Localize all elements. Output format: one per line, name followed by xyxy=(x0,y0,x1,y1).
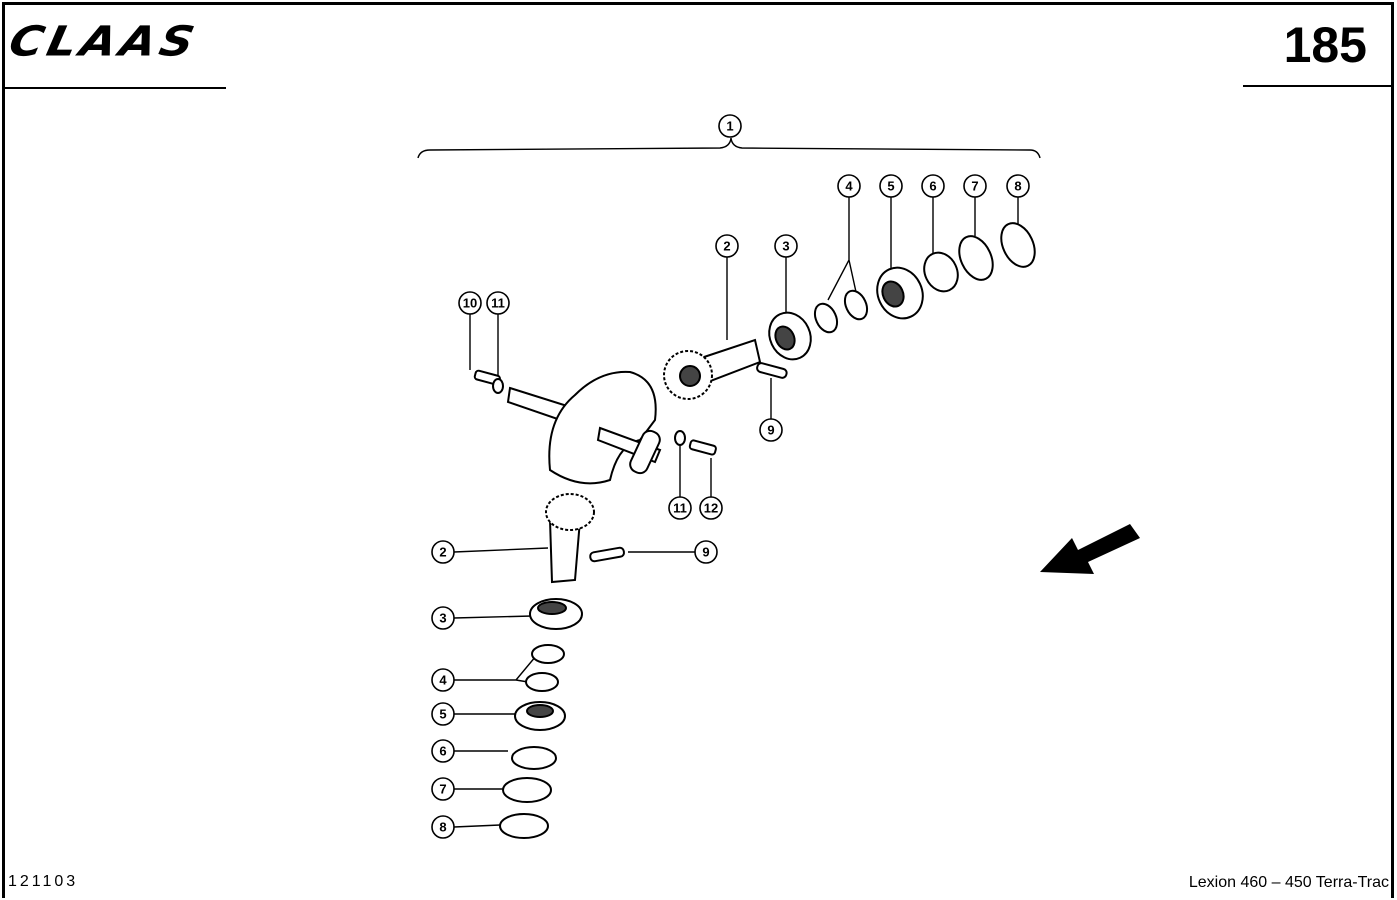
svg-text:5: 5 xyxy=(439,707,446,722)
ring xyxy=(502,777,552,803)
svg-text:12: 12 xyxy=(704,501,718,516)
svg-text:10: 10 xyxy=(463,296,477,311)
svg-text:7: 7 xyxy=(439,782,446,797)
svg-text:11: 11 xyxy=(491,296,505,311)
svg-text:4: 4 xyxy=(439,673,447,688)
pin xyxy=(756,362,788,379)
svg-text:2: 2 xyxy=(723,239,730,254)
frame-border-right xyxy=(1391,2,1394,898)
svg-text:9: 9 xyxy=(702,545,709,560)
divider xyxy=(2,87,226,89)
callout-11: 11 xyxy=(668,496,692,520)
gear-housing xyxy=(473,369,717,485)
callout-11: 11 xyxy=(486,291,510,315)
callout-8: 8 xyxy=(1006,174,1030,198)
divider xyxy=(1243,85,1393,87)
svg-text:3: 3 xyxy=(782,239,789,254)
svg-text:4: 4 xyxy=(845,179,853,194)
svg-text:2: 2 xyxy=(439,545,446,560)
callout-3: 3 xyxy=(431,606,455,630)
callout-9: 9 xyxy=(694,540,718,564)
svg-text:9: 9 xyxy=(767,423,774,438)
callout-2: 2 xyxy=(715,234,739,258)
callout-7: 7 xyxy=(431,777,455,801)
callout-4: 4 xyxy=(431,668,455,692)
arrow-down-left-icon xyxy=(1040,524,1140,574)
callout-5: 5 xyxy=(431,702,455,726)
upper-shaft-parts xyxy=(663,222,1036,400)
callout-10: 10 xyxy=(458,291,482,315)
callout-6: 6 xyxy=(431,739,455,763)
callout-12: 12 xyxy=(699,496,723,520)
drawing-code: 121103 xyxy=(8,873,79,890)
callout-5: 5 xyxy=(879,174,903,198)
svg-text:6: 6 xyxy=(439,744,446,759)
ring xyxy=(958,235,994,281)
lower-shaft-parts xyxy=(499,493,625,839)
circlip xyxy=(843,289,869,321)
flange-plate xyxy=(629,429,661,475)
svg-text:3: 3 xyxy=(439,611,446,626)
assembly-brace xyxy=(417,137,1041,159)
bevel-gear xyxy=(545,493,595,531)
callout-9: 9 xyxy=(759,418,783,442)
snap-ring xyxy=(499,813,549,839)
svg-text:7: 7 xyxy=(971,179,978,194)
svg-text:8: 8 xyxy=(439,820,446,835)
leader-lines xyxy=(453,197,1019,828)
frame-border-top xyxy=(2,2,1394,5)
circlip xyxy=(525,672,559,692)
circlip xyxy=(531,644,565,664)
svg-text:6: 6 xyxy=(929,179,936,194)
callout-6: 6 xyxy=(921,174,945,198)
callouts: 1 2 3 4 5 6 7 8 10 11 9 11 12 2 9 3 4 5 … xyxy=(431,114,1030,839)
machine-model: Lexion 460 – 450 Terra-Trac xyxy=(1188,874,1389,891)
pin xyxy=(589,546,625,563)
bolt xyxy=(688,439,717,456)
circlip xyxy=(813,302,839,334)
page-number: 185 xyxy=(1283,17,1367,73)
callout-7: 7 xyxy=(963,174,987,198)
frame-border-left xyxy=(2,2,5,898)
washer xyxy=(492,378,504,394)
svg-text:8: 8 xyxy=(1014,179,1021,194)
callout-1: 1 xyxy=(718,114,742,138)
svg-text:5: 5 xyxy=(887,179,894,194)
callout-4: 4 xyxy=(837,174,861,198)
seal-ring xyxy=(511,746,557,770)
svg-text:1: 1 xyxy=(726,119,733,134)
seal-ring xyxy=(923,251,959,293)
callout-2: 2 xyxy=(431,540,455,564)
washer xyxy=(674,430,686,446)
callout-8: 8 xyxy=(431,815,455,839)
svg-text:11: 11 xyxy=(673,501,687,516)
snap-ring xyxy=(1000,222,1036,268)
callout-3: 3 xyxy=(774,234,798,258)
